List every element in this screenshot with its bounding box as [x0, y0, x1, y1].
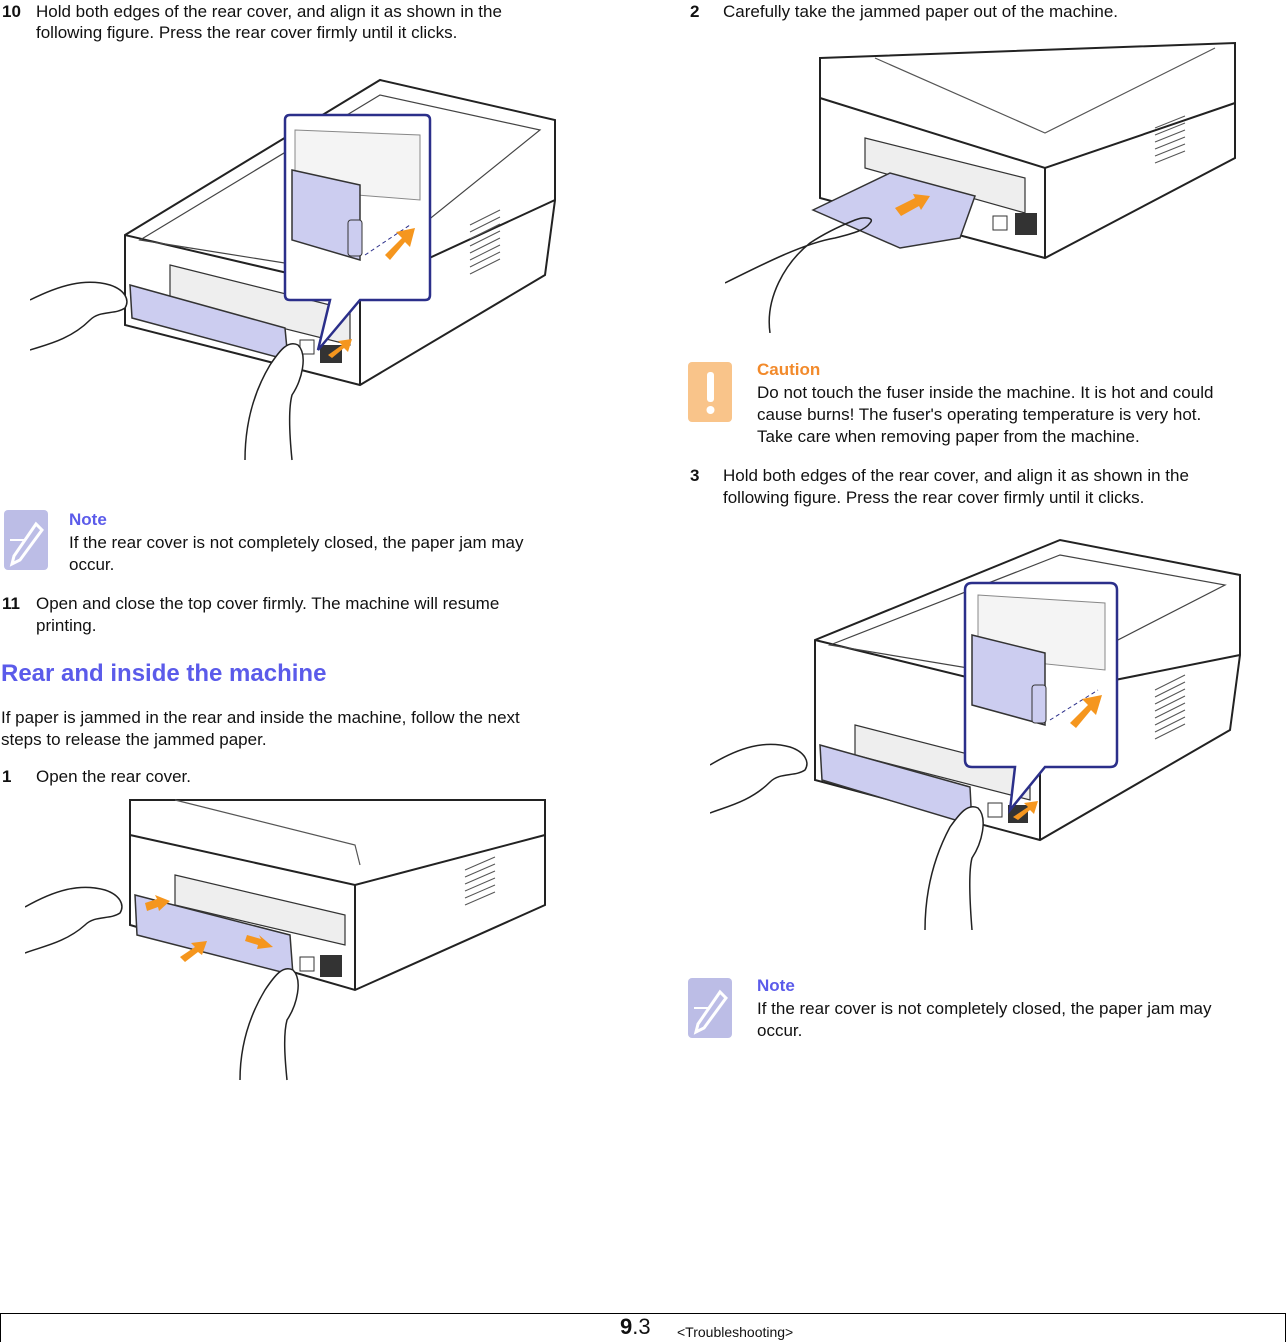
- step-2-number: 2: [690, 2, 700, 21]
- step-2-text: Carefully take the jammed paper out of t…: [723, 2, 1118, 21]
- caution-text-line1: Do not touch the fuser inside the machin…: [757, 383, 1214, 402]
- caution-title: Caution: [757, 360, 821, 379]
- figure-open-rear-cover: [25, 799, 546, 1081]
- note-pencil-icon: [688, 978, 732, 1038]
- note-text-line1: If the rear cover is not completely clos…: [69, 533, 524, 552]
- step-11-text-line2: printing.: [36, 616, 97, 635]
- caution-text-line2: cause burns! The fuser's operating tempe…: [757, 405, 1202, 424]
- figure-close-rear-cover-step3: [710, 538, 1241, 931]
- footer-border-left: [0, 1313, 1, 1342]
- step-3-number: 3: [690, 466, 700, 485]
- page-number-major: 9: [620, 1314, 633, 1339]
- page-number-minor: .3: [632, 1314, 651, 1339]
- note-text-line1: If the rear cover is not completely clos…: [757, 999, 1212, 1018]
- figure-remove-jammed-paper: [725, 41, 1236, 333]
- note-title: Note: [757, 976, 795, 995]
- section-intro-line2: steps to release the jammed paper.: [1, 730, 267, 749]
- step-1-number: 1: [2, 767, 12, 786]
- caution-text-line3: Take care when removing paper from the m…: [757, 427, 1140, 446]
- step-3-text-line2: following figure. Press the rear cover f…: [723, 488, 1145, 507]
- note-pencil-icon: [4, 510, 48, 570]
- step-1-text: Open the rear cover.: [36, 767, 191, 786]
- step-11-number: 11: [2, 594, 20, 613]
- section-intro-line1: If paper is jammed in the rear and insid…: [1, 708, 520, 727]
- figure-close-rear-cover: [30, 78, 556, 461]
- note-title: Note: [69, 510, 107, 529]
- step-10-text-line1: Hold both edges of the rear cover, and a…: [36, 2, 502, 21]
- step-11-text-line1: Open and close the top cover firmly. The…: [36, 594, 500, 613]
- caution-exclamation-icon: [688, 362, 732, 422]
- note-text-line2: occur.: [69, 555, 115, 574]
- step-10-text-line2: following figure. Press the rear cover f…: [36, 23, 458, 42]
- page-number: 9.3: [620, 1316, 651, 1338]
- footer-section-label: <Troubleshooting>: [677, 1324, 794, 1340]
- step-10-number: 10: [2, 2, 21, 21]
- footer-rule: [0, 1313, 1286, 1314]
- section-heading: Rear and inside the machine: [1, 660, 327, 687]
- note-text-line2: occur.: [757, 1021, 803, 1040]
- step-3-text-line1: Hold both edges of the rear cover, and a…: [723, 466, 1189, 485]
